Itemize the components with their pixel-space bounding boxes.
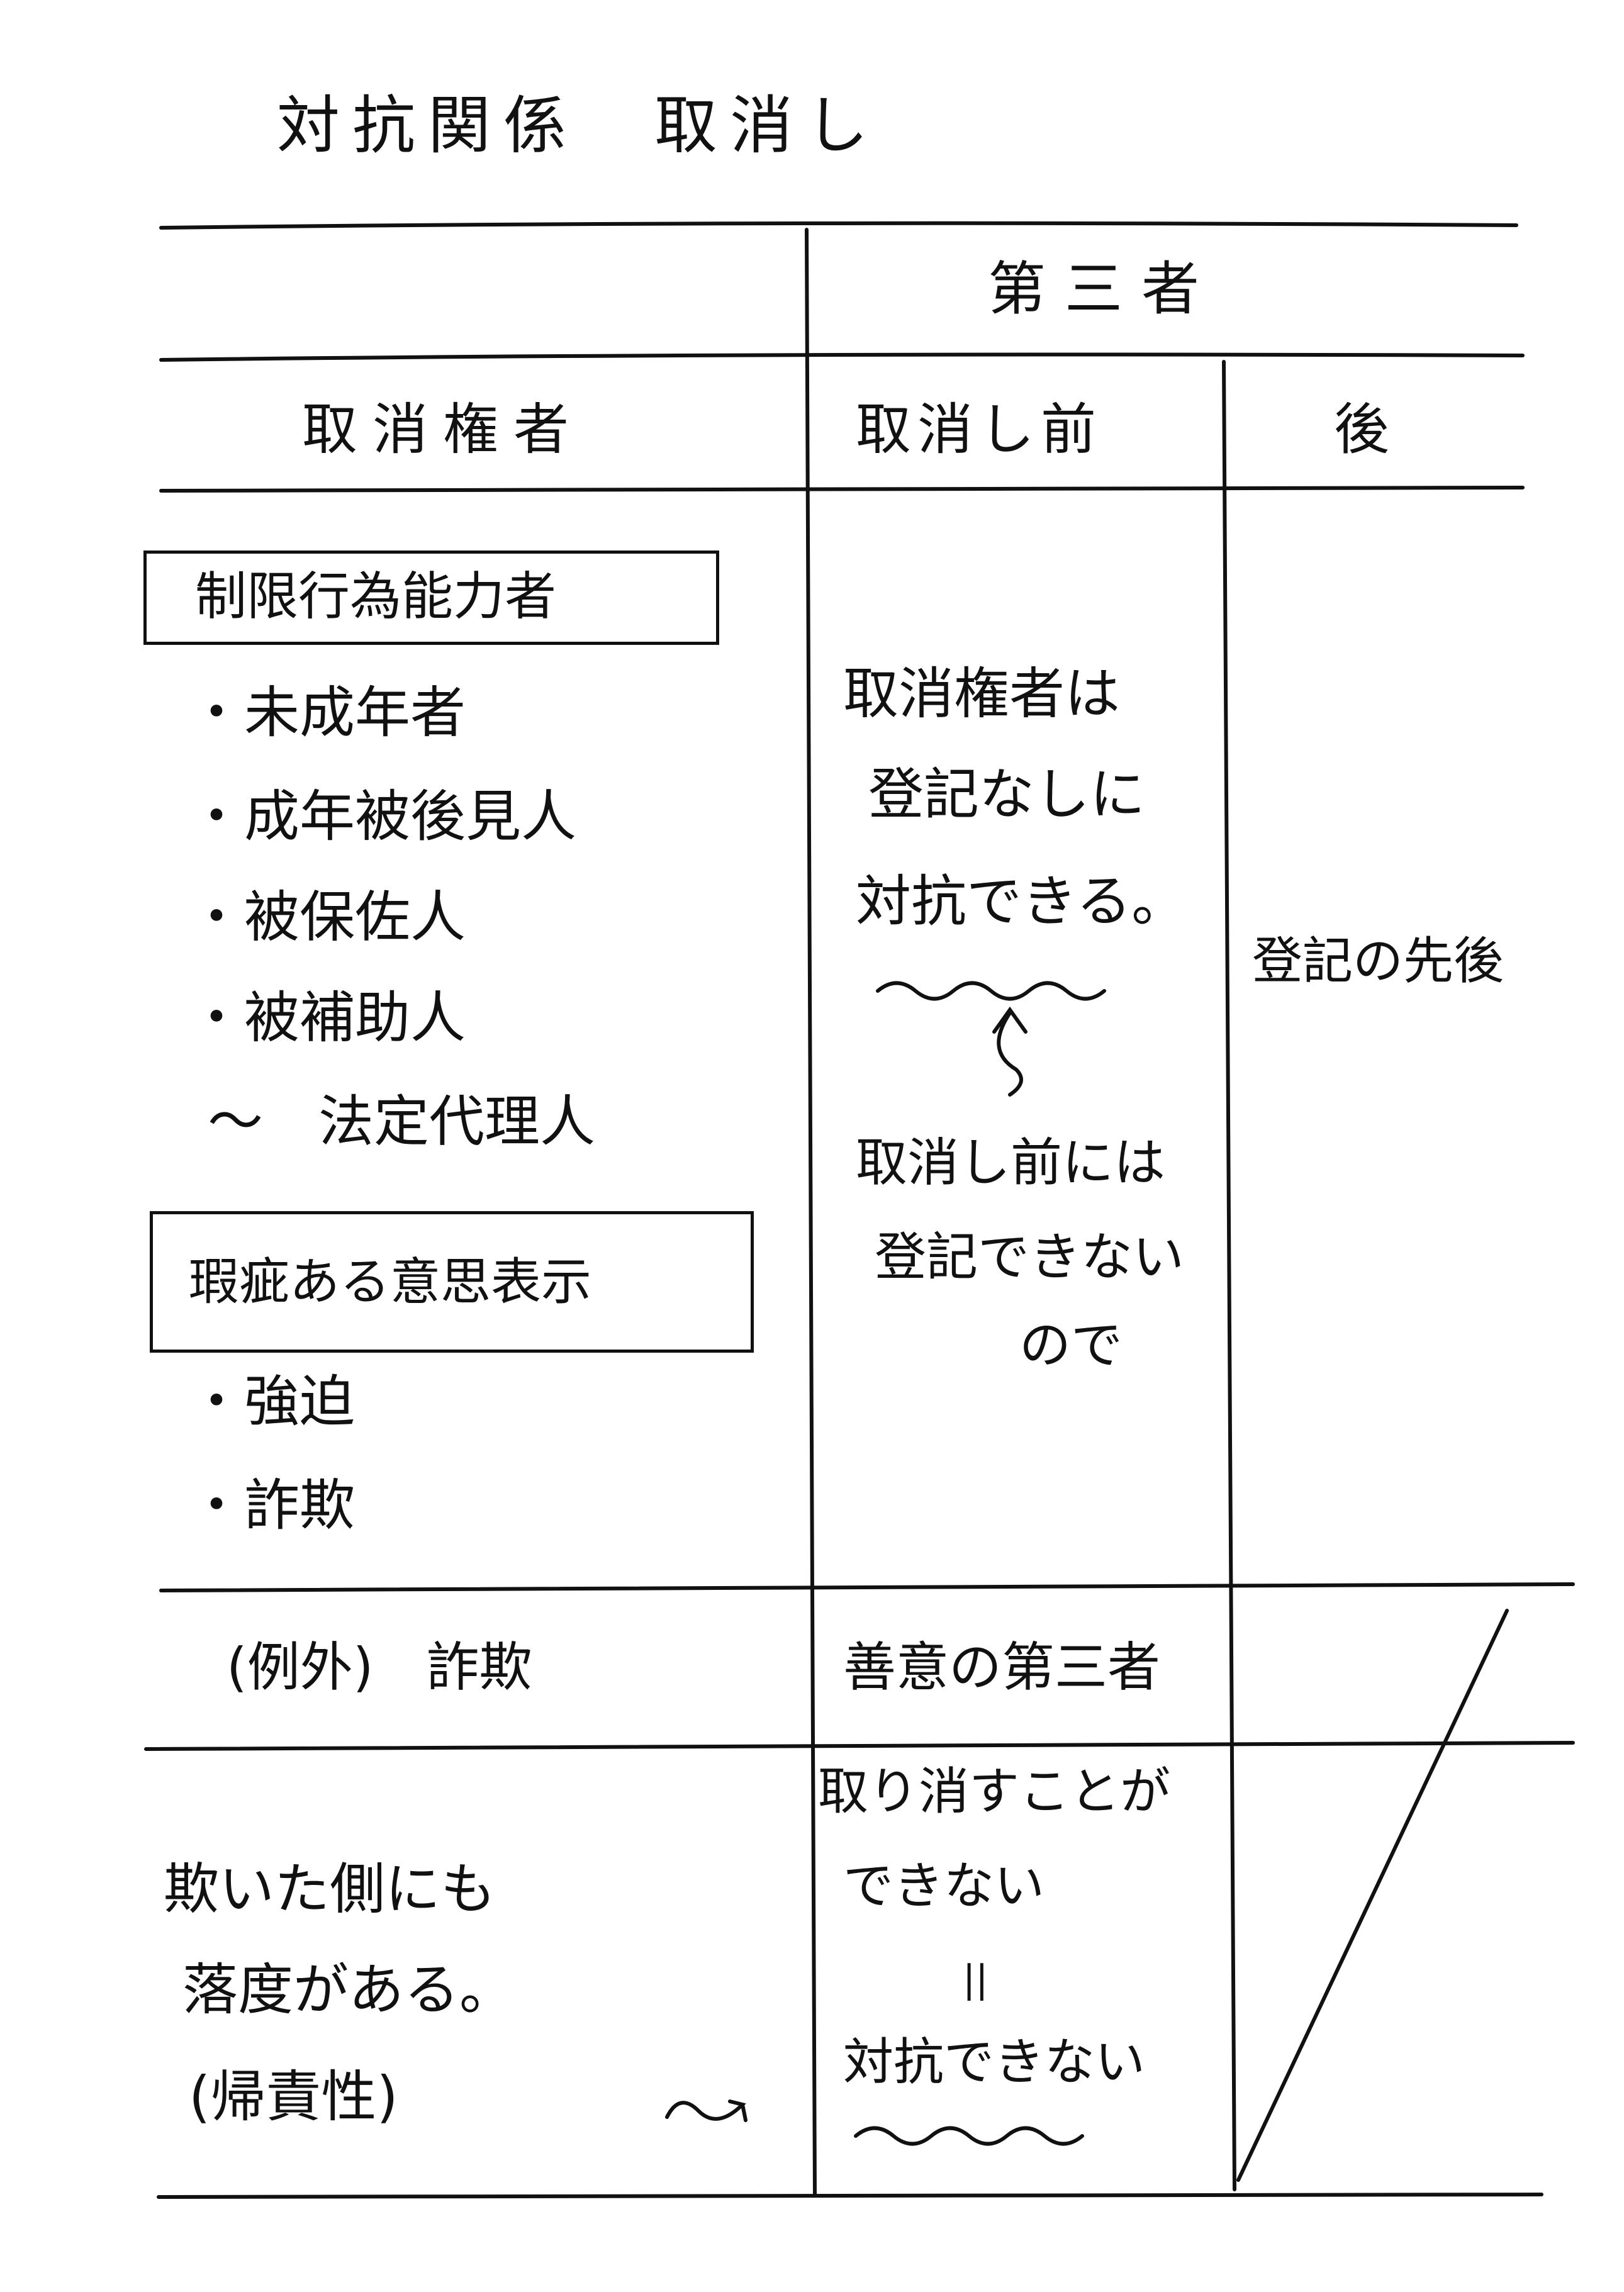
bottom-left-line: 落度がある。 — [182, 1957, 515, 2022]
list-item: ・詐欺 — [189, 1473, 356, 1538]
rule-bottom — [157, 2193, 1543, 2199]
group-box-defective-intent — [150, 1211, 754, 1353]
bottom-left-line: (帰責性) — [189, 2064, 398, 2129]
wavy-underline-2 — [854, 2126, 1084, 2146]
page-title: 対抗関係 取消し — [277, 89, 881, 162]
header-third-party: 第三者 — [988, 255, 1219, 323]
group-label-defective-intent: 瑕疵ある意思表示 — [189, 1253, 591, 1311]
squiggle-arrow-icon — [665, 2099, 748, 2122]
list-item: ・強迫 — [189, 1369, 356, 1434]
column-header-rescinder: 取消権者 — [302, 397, 585, 462]
middle-text-line: 登記なしに — [868, 762, 1146, 827]
right-text: 登記の先後 — [1252, 932, 1504, 990]
bottom-middle-line: || — [963, 1957, 988, 2001]
middle-text-line: 取消し前には — [856, 1133, 1166, 1193]
middle-text-line: 登記できない — [875, 1227, 1185, 1287]
bottom-middle-line: できない — [843, 1857, 1044, 1915]
rule-exception-bottom — [144, 1741, 1575, 1751]
column-header-after: 後 — [1334, 397, 1390, 462]
list-item: ・成年被後見人 — [189, 784, 577, 849]
up-arrow-icon — [992, 1006, 1028, 1097]
bottom-middle-line: 取り消すことが — [818, 1762, 1170, 1821]
middle-text-line: 対抗できる。 — [856, 869, 1187, 934]
bottom-left-line: 欺いた側にも — [164, 1857, 496, 1921]
list-item: 〜 法定代理人 — [208, 1089, 596, 1154]
list-item: ・被保佐人 — [189, 885, 466, 949]
middle-text-line: ので — [1019, 1316, 1123, 1375]
rule-header — [159, 352, 1525, 362]
column-divider-1 — [805, 228, 817, 2198]
group-label-limited-capacity: 制限行為能力者 — [195, 567, 557, 627]
rule-columns — [159, 486, 1525, 493]
middle-text-line: 取消権者は — [843, 661, 1121, 726]
list-item: ・被補助人 — [189, 985, 466, 1050]
exception-label: (例外) 詐欺 — [227, 1636, 532, 1698]
diagonal-strike — [1236, 1609, 1509, 2182]
list-item: ・未成年者 — [189, 680, 466, 745]
group-box-limited-capacity — [143, 551, 719, 645]
column-divider-2 — [1222, 360, 1236, 2191]
rule-top — [159, 221, 1518, 230]
wavy-underline-1 — [876, 981, 1106, 1001]
column-header-before: 取消し前 — [856, 397, 1103, 462]
rule-exception-top — [159, 1582, 1575, 1592]
exception-third-party: 善意の第三者 — [843, 1636, 1161, 1698]
bottom-middle-line: 対抗できない — [843, 2033, 1145, 2091]
